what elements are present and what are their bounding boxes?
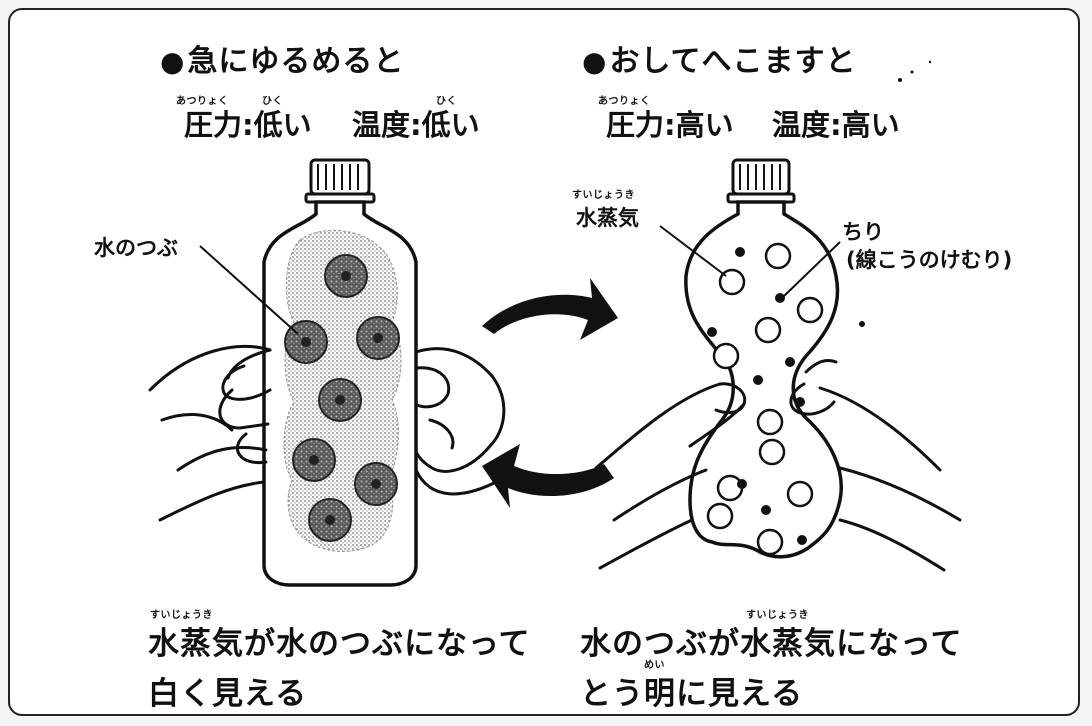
right-bottle-body xyxy=(686,202,841,557)
left-bottle-cap xyxy=(306,160,374,202)
right-bottle-cap xyxy=(728,160,794,202)
speck-marks xyxy=(898,61,931,82)
right-bottle xyxy=(660,160,865,557)
arrow-to-right xyxy=(482,278,618,340)
arrow-to-left xyxy=(482,444,614,508)
